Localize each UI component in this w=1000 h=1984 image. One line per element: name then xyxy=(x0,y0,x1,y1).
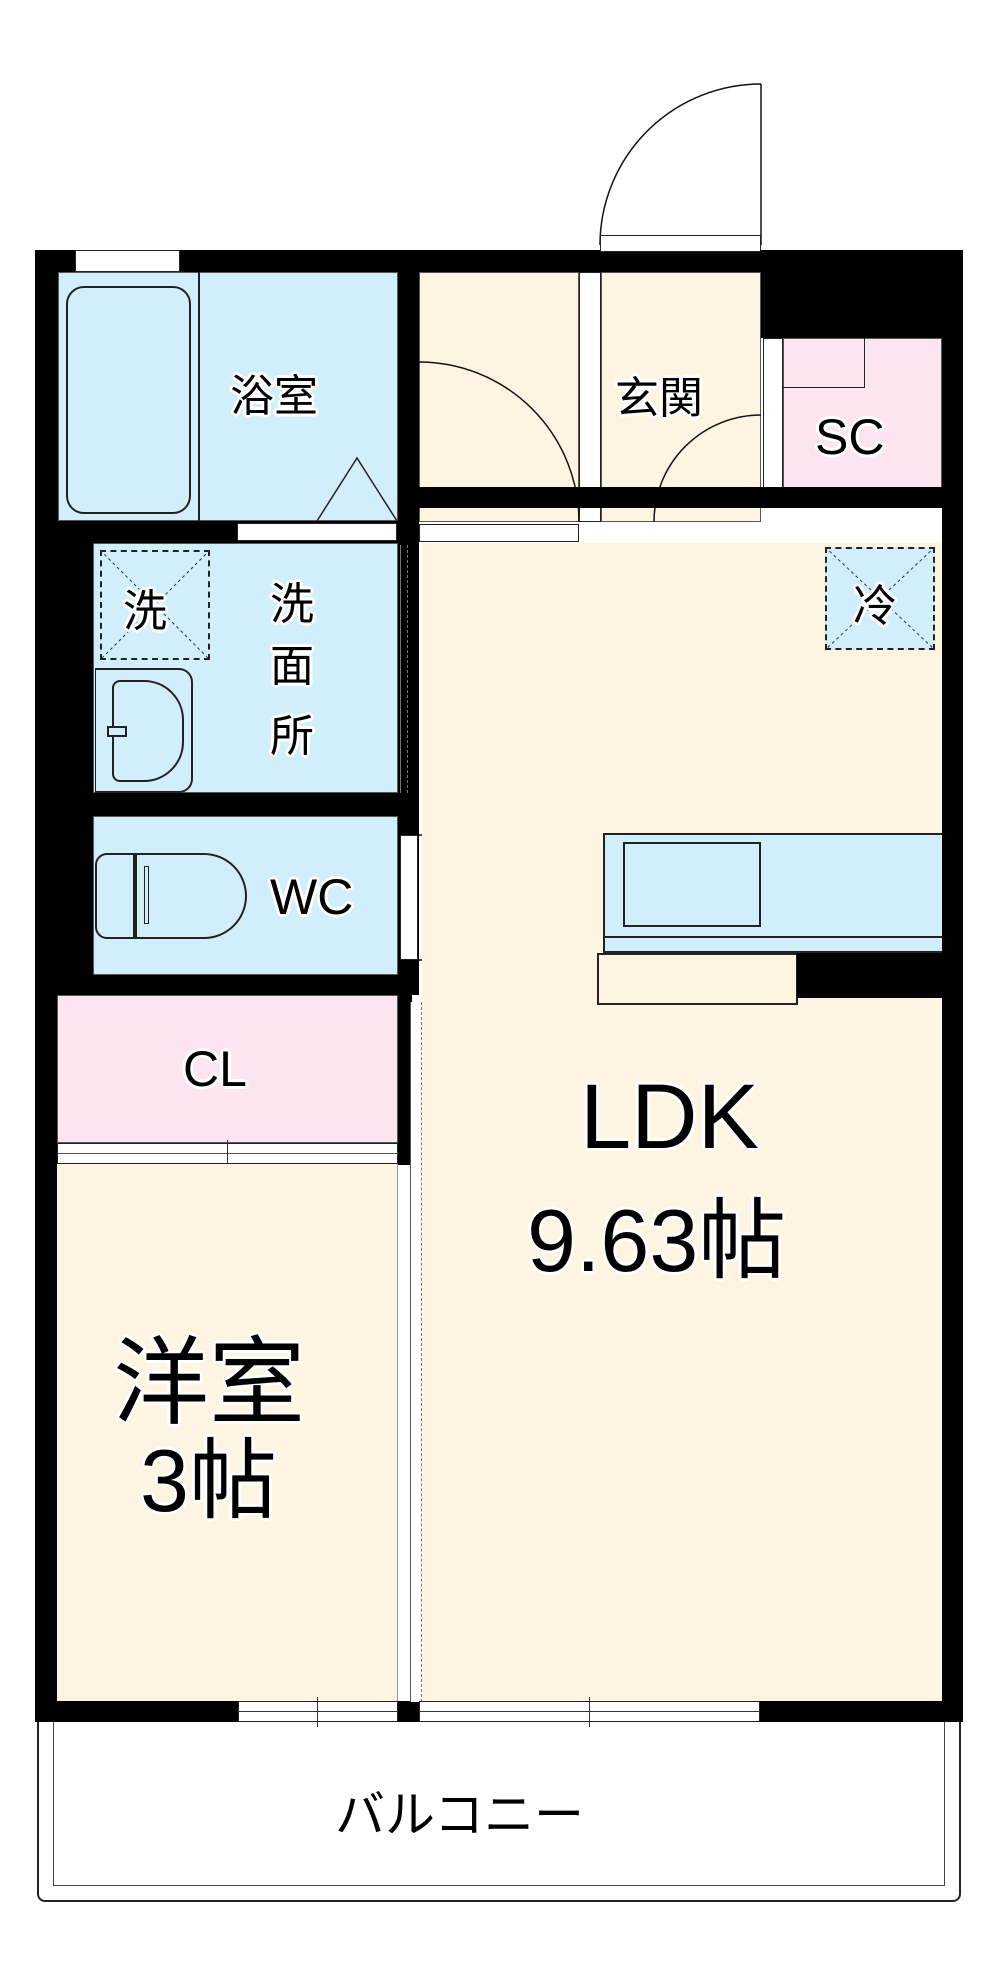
entrance-label: 玄関 xyxy=(615,373,703,424)
refrigerator-label: 冷 xyxy=(853,581,897,632)
toilet-tank xyxy=(95,853,135,939)
western-window-split xyxy=(238,1711,398,1712)
wall-entrance-bottom xyxy=(419,487,963,508)
entrance xyxy=(601,272,761,522)
ldk xyxy=(422,543,942,1701)
bathtub xyxy=(58,272,200,521)
closet-label: CL xyxy=(183,1041,247,1097)
balcony-label: バルコニー xyxy=(335,1786,584,1844)
ldk-window-tick xyxy=(589,1697,590,1727)
washroom-label-3: 所 xyxy=(270,711,314,762)
hall-divider xyxy=(579,272,601,522)
toilet-door xyxy=(400,835,418,960)
closet-door-tick xyxy=(227,1140,228,1168)
bathroom-label: 浴室 xyxy=(230,371,318,422)
bathtub-inner xyxy=(66,286,191,514)
western-room-size: 3帖 xyxy=(140,1431,277,1530)
hallway xyxy=(419,272,579,522)
western-room xyxy=(57,1164,398,1701)
toilet-label: WC xyxy=(270,869,354,925)
western-window-tick xyxy=(317,1697,318,1727)
ldk-size: 9.63帖 xyxy=(527,1191,787,1290)
toilet-bowl xyxy=(135,853,247,939)
kitchen-wall-block xyxy=(797,953,942,998)
outer-wall-right xyxy=(942,250,963,1722)
faucet xyxy=(107,726,127,737)
washroom-label-2: 面 xyxy=(270,641,314,692)
wash-basin xyxy=(95,668,193,793)
bathroom-window xyxy=(75,250,180,272)
sc-shelf xyxy=(783,338,865,388)
kitchen-low-counter xyxy=(597,953,798,1005)
western-sliding-door xyxy=(410,1002,422,1702)
entrance-door xyxy=(600,235,761,252)
kitchen-counter xyxy=(603,833,942,953)
ldk-name: LDK xyxy=(580,1066,759,1168)
kitchen-counter-edge xyxy=(603,936,942,938)
western-room-name: 洋室 xyxy=(113,1327,305,1439)
bath-door xyxy=(237,523,397,541)
entrance-corner-block xyxy=(761,250,963,338)
bathroom xyxy=(58,272,398,521)
washroom-left-wall xyxy=(35,543,93,993)
wall-wash-wc xyxy=(35,793,419,816)
wall-wc-closet xyxy=(35,975,419,995)
shoe-closet xyxy=(783,338,942,488)
closet-right-wall xyxy=(398,995,412,1165)
balcony-outer xyxy=(37,1722,961,1902)
washroom-label-1: 洗 xyxy=(270,579,314,630)
outer-wall-top xyxy=(35,250,963,272)
shoe-closet-label: SC xyxy=(815,409,885,465)
hall-door-threshold xyxy=(419,524,579,542)
balcony-inner xyxy=(53,1722,945,1886)
toilet-seat-hinge xyxy=(144,866,149,924)
kitchen-sink xyxy=(623,842,761,927)
washing-machine-label: 洗 xyxy=(123,586,167,637)
washroom-sliding-door xyxy=(400,545,408,793)
